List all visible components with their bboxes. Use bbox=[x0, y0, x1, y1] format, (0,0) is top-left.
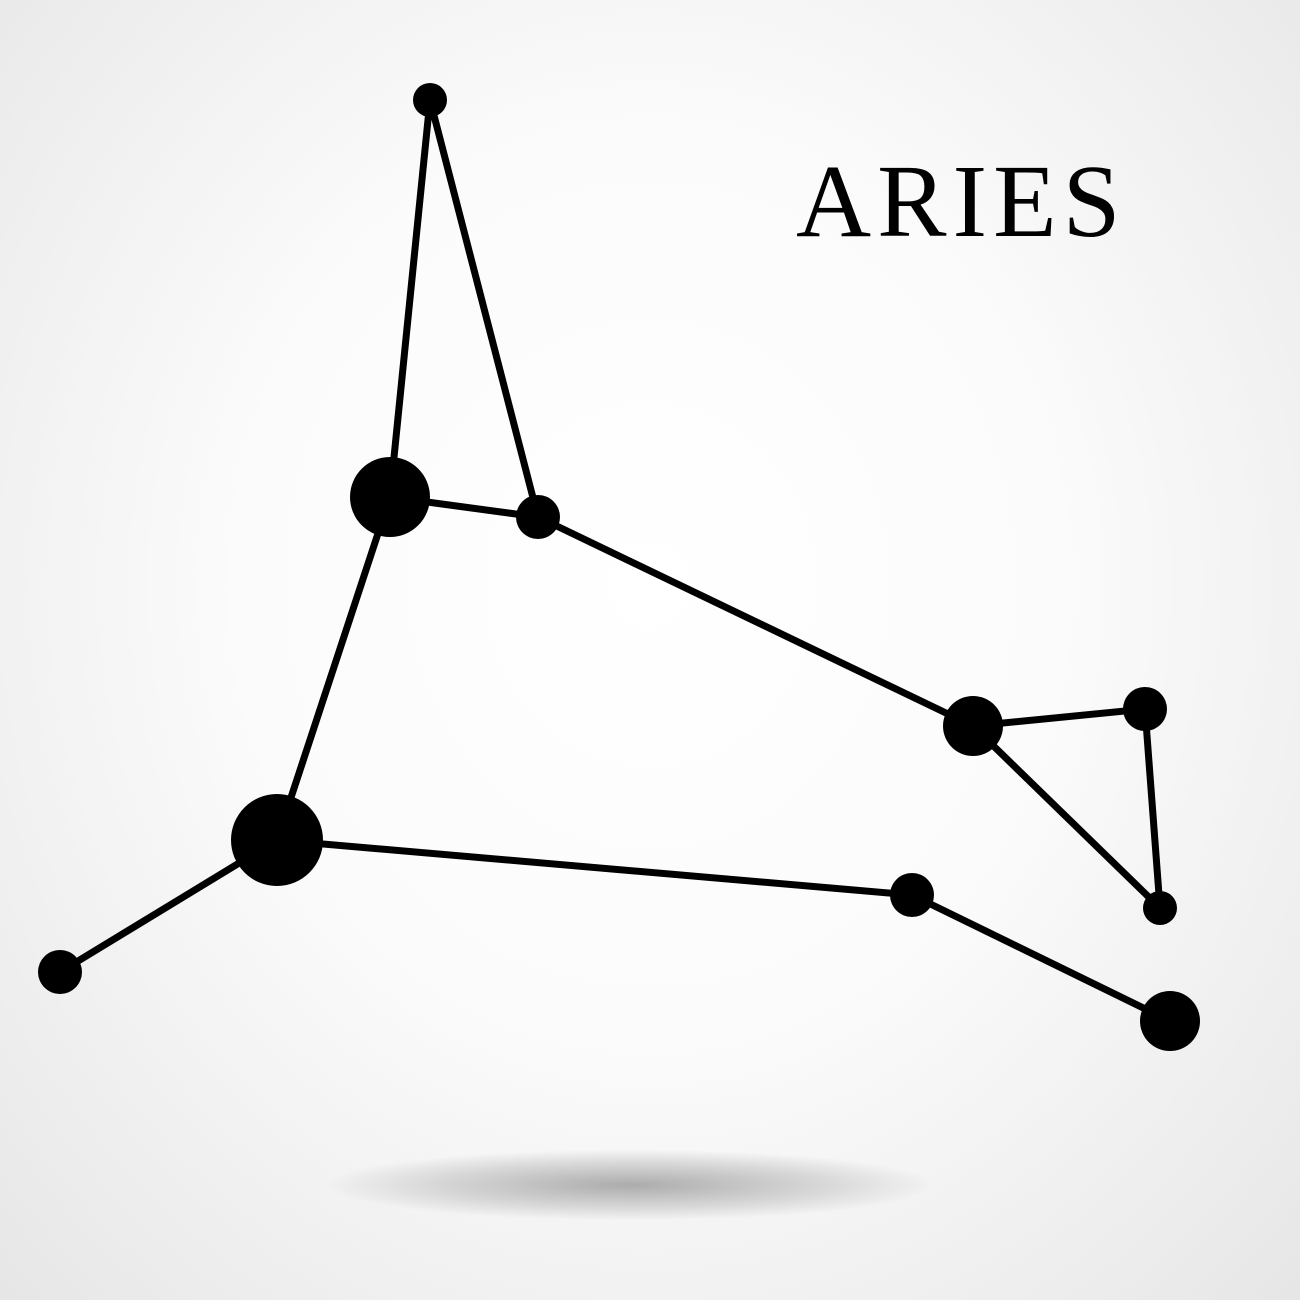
constellation-links bbox=[56, 96, 1174, 1025]
constellation-link-s1-s2 bbox=[386, 96, 434, 501]
star-s6 bbox=[1143, 891, 1177, 925]
star-s1 bbox=[413, 83, 447, 117]
constellation-link-s7-s9 bbox=[273, 836, 916, 899]
star-s2 bbox=[350, 457, 430, 537]
star-s9 bbox=[890, 873, 934, 917]
star-s10 bbox=[1140, 991, 1200, 1051]
constellation-link-s1-s3 bbox=[426, 96, 542, 521]
star-s8 bbox=[38, 950, 82, 994]
star-s3 bbox=[516, 495, 560, 539]
constellation-link-s2-s7 bbox=[273, 493, 394, 844]
constellation-title: ARIES bbox=[796, 144, 1127, 259]
star-s5 bbox=[1123, 687, 1167, 731]
star-s7 bbox=[231, 794, 323, 886]
constellation-link-s5-s6 bbox=[1141, 705, 1164, 912]
ground-shadow bbox=[330, 1150, 930, 1220]
constellation-link-s3-s4 bbox=[534, 513, 977, 730]
constellation-link-s4-s6 bbox=[969, 722, 1164, 912]
constellation-link-s9-s10 bbox=[908, 891, 1174, 1025]
star-s4 bbox=[943, 696, 1003, 756]
constellation-stars bbox=[38, 83, 1200, 1051]
